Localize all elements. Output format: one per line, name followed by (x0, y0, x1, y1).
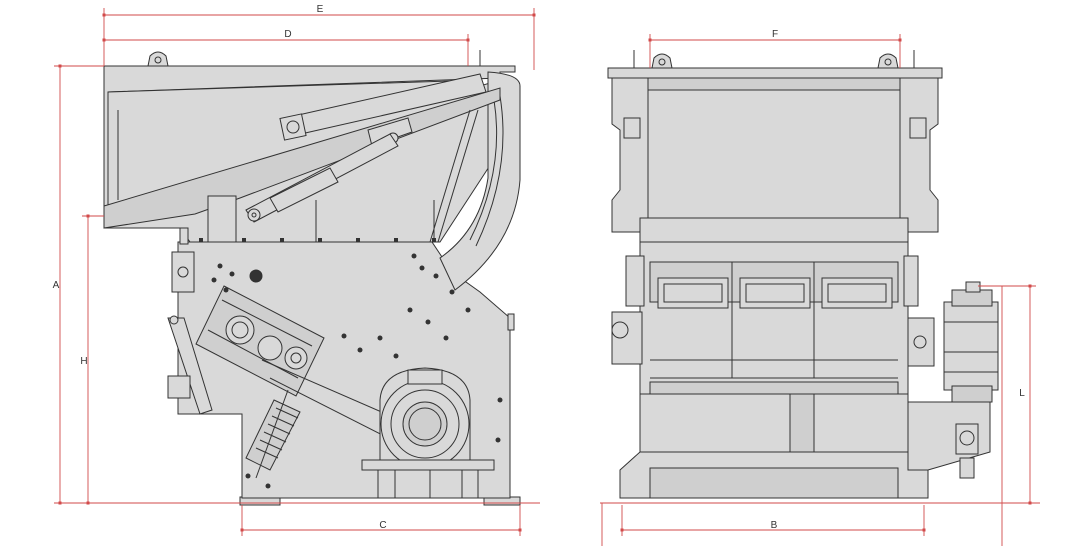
dimension-label-l: L (1019, 388, 1025, 399)
dimension-label-e: E (317, 4, 324, 15)
side-view (103, 50, 521, 506)
dim-tick-d-left (102, 38, 106, 42)
inspection-windows (657, 277, 893, 309)
hydraulic-cylinder-lower (245, 133, 399, 223)
drive-pulley-housing (361, 367, 495, 499)
dim-tick-e-left (102, 13, 106, 17)
dimension-label-c: C (379, 520, 386, 531)
dim-tick-c-left (240, 528, 244, 532)
front-view (607, 50, 999, 499)
dim-tick-l-top (1028, 284, 1032, 288)
dim-tick-e-right (532, 13, 536, 17)
dim-tick-l-bottom (1028, 501, 1032, 505)
hydraulic-cylinder-upper (279, 73, 487, 147)
dimension-label-b: B (771, 520, 778, 531)
dim-tick-b-right (922, 528, 926, 532)
dim-tick-f-left (648, 38, 652, 42)
dimension-lines (54, 8, 1040, 546)
dim-tick-h-top (86, 214, 90, 218)
dim-tick-a-top (58, 64, 62, 68)
rail-bolts (199, 238, 436, 242)
dim-tick-b-left (620, 528, 624, 532)
dimension-label-d: D (284, 29, 291, 40)
housing-bolts (211, 253, 503, 489)
dim-tick-f-right (898, 38, 902, 42)
dimension-label-a: A (53, 280, 60, 291)
dim-tick-d-right (466, 38, 470, 42)
spring-damper (245, 389, 301, 479)
gearbox (195, 285, 325, 397)
dimension-label-f: F (772, 29, 778, 40)
dimension-label-h: H (80, 356, 87, 367)
motor (943, 281, 999, 403)
dim-tick-c-right (518, 528, 522, 532)
